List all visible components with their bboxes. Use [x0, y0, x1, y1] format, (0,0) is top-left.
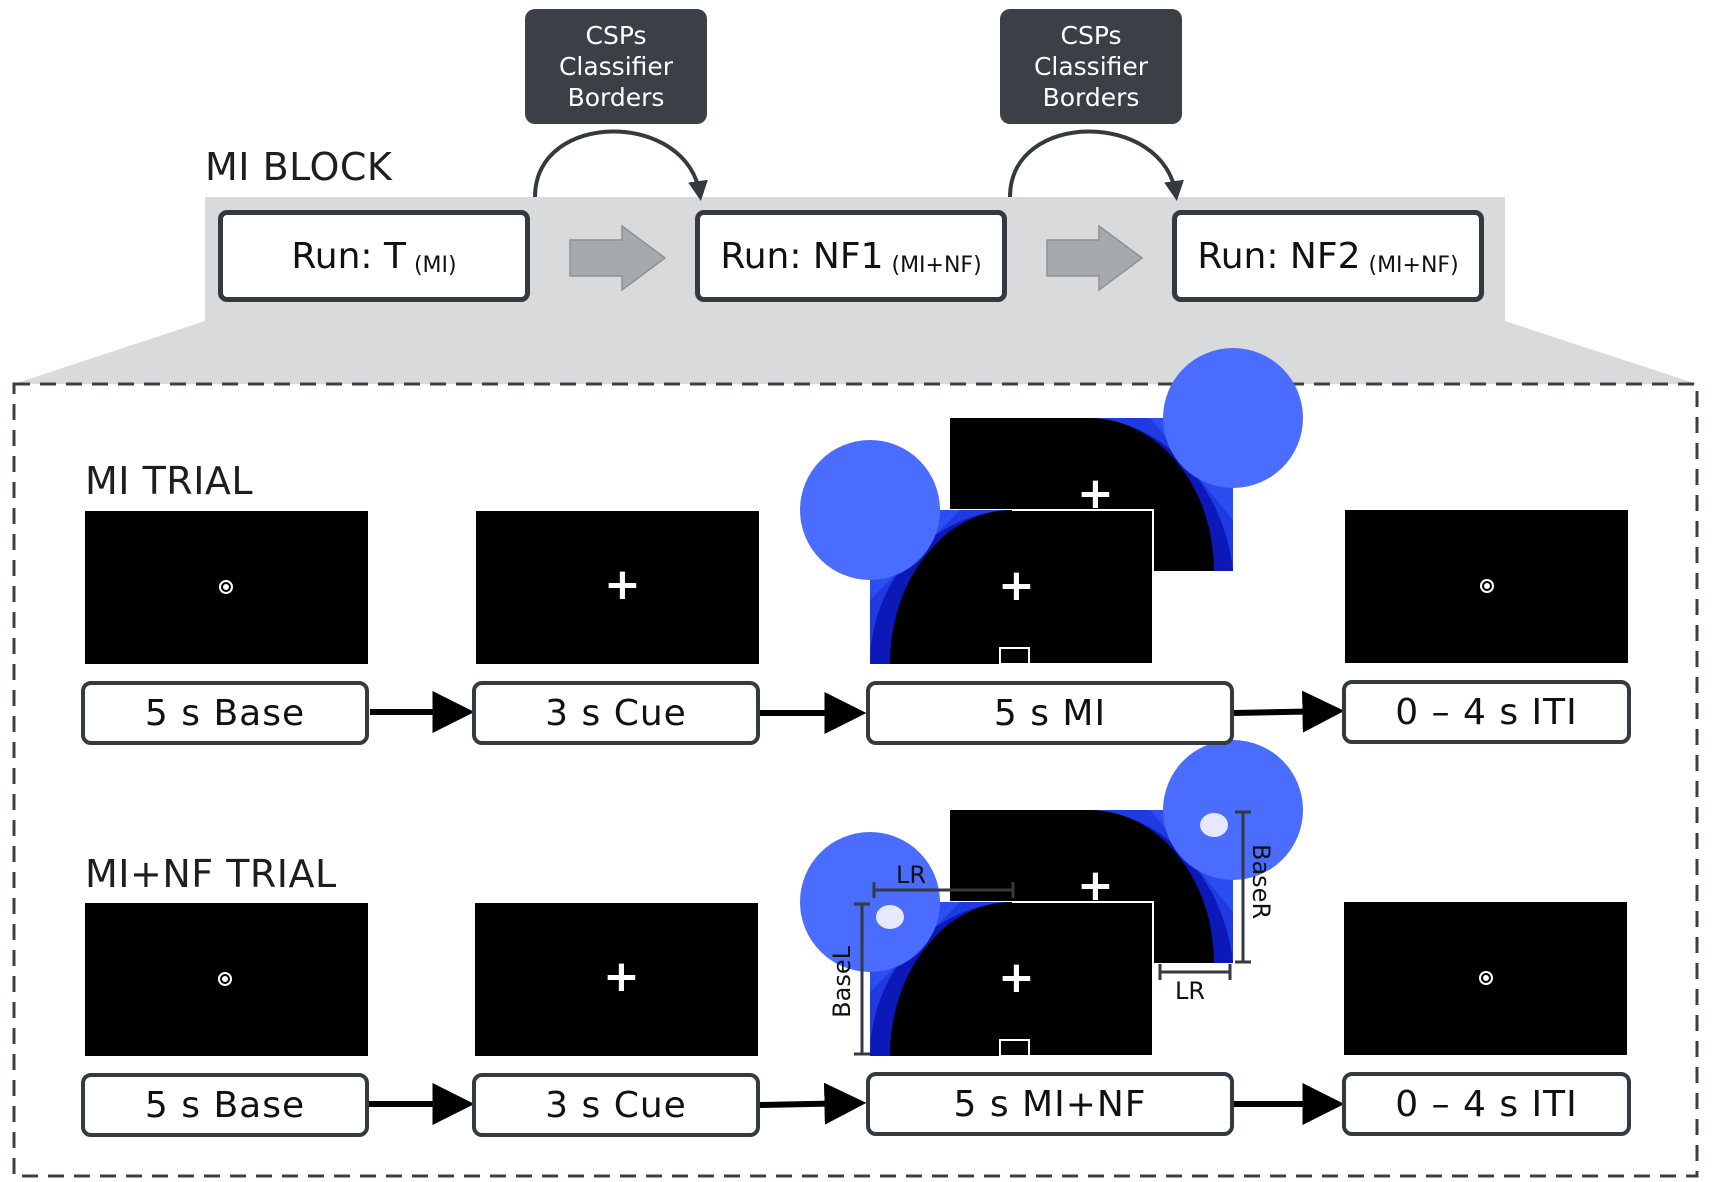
callout-line: CSPs: [585, 21, 647, 50]
mi-stage-cue: 3 s Cue: [472, 681, 760, 745]
mi-stage-iti: 0 – 4 s ITI: [1342, 680, 1631, 744]
callout-update-2: CSPs Classifier Borders: [1000, 9, 1182, 124]
fixation-cross-icon: +: [603, 951, 640, 1002]
run-box-nf1: Run: NF1 (MI+NF): [695, 210, 1007, 302]
run-sub-label: (MI): [413, 252, 457, 278]
fixation-cross-icon: +: [1077, 468, 1114, 519]
block-title: MI BLOCK: [205, 145, 393, 189]
nf-cue-screen: +: [475, 903, 758, 1056]
run-sub-label: (MI+NF): [1368, 252, 1459, 278]
callout-line: CSPs: [1060, 21, 1122, 50]
base-right-bracket: [1235, 810, 1251, 964]
nf-trial-title: MI+NF TRIAL: [85, 852, 337, 896]
mi-trial-title: MI TRIAL: [85, 459, 254, 503]
mi-cue-screen: +: [476, 511, 759, 664]
base-left-label: BaseL: [828, 946, 856, 1018]
mi-stage-arrows: [370, 690, 1345, 734]
lr-top-label: LR: [896, 861, 927, 889]
run-sub-label: (MI+NF): [891, 252, 982, 278]
mi-stage-base: 5 s Base: [81, 681, 369, 745]
lr-bottom-bracket: [1158, 964, 1232, 980]
base-right-label: BaseR: [1247, 844, 1275, 920]
nf-stage-cue: 3 s Cue: [472, 1073, 760, 1137]
nf-stage-mi-nf: 5 s MI+NF: [866, 1072, 1234, 1136]
update-arrow-1: [533, 129, 708, 201]
run-arrow-1: [569, 224, 667, 292]
mi-stage-mi: 5 s MI: [866, 681, 1234, 745]
nf-feedback-screen-front: [800, 832, 1154, 1057]
fixation-cross-icon: +: [998, 560, 1035, 611]
lr-top-bracket: [872, 882, 1015, 898]
run-label: Run: NF2: [1197, 235, 1361, 277]
run-box-t: Run: T (MI): [218, 210, 530, 302]
run-label: Run: T: [291, 235, 406, 277]
callout-update-1: CSPs Classifier Borders: [525, 9, 707, 124]
update-arrow-2: [1008, 129, 1184, 201]
fixation-cross-icon: +: [604, 559, 641, 610]
callout-line: Classifier: [1033, 52, 1149, 81]
run-label: Run: NF1: [720, 235, 884, 277]
nf-stage-iti: 0 – 4 s ITI: [1342, 1072, 1631, 1136]
run-arrow-2: [1046, 224, 1144, 292]
nf-stage-base: 5 s Base: [81, 1073, 369, 1137]
mi-feedback-screen-front: [800, 440, 1154, 665]
nf-stage-arrows: [369, 1082, 1345, 1125]
fixation-cross-icon: +: [1077, 860, 1114, 911]
base-left-bracket: [854, 902, 870, 1056]
run-box-nf2: Run: NF2 (MI+NF): [1172, 210, 1484, 302]
fixation-cross-icon: +: [998, 952, 1035, 1003]
lr-bottom-label: LR: [1175, 977, 1206, 1005]
fixation-dot-icon: [218, 971, 1493, 986]
callout-line: Classifier: [558, 52, 674, 81]
callout-line: Borders: [1042, 83, 1140, 112]
callout-line: Borders: [567, 83, 665, 112]
